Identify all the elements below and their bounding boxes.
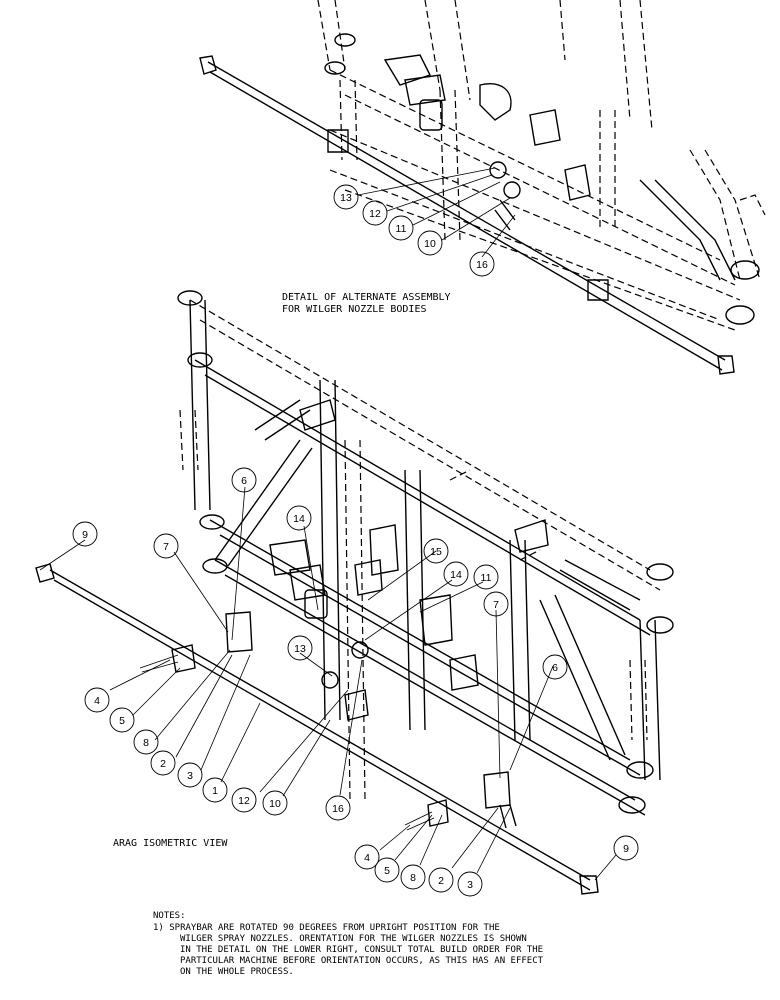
svg-text:11: 11 <box>481 572 492 584</box>
svg-text:3: 3 <box>467 879 473 891</box>
top-detail-frame <box>317 0 766 331</box>
svg-text:4: 4 <box>364 852 370 864</box>
svg-text:2: 2 <box>160 758 166 770</box>
callout-7: 7 <box>153 533 179 559</box>
svg-text:14: 14 <box>293 513 305 525</box>
svg-text:10: 10 <box>424 238 436 250</box>
svg-text:6: 6 <box>241 475 247 487</box>
svg-text:4: 4 <box>94 695 100 707</box>
detail-caption-line2: FOR WILGER NOZZLE BODIES <box>282 304 427 315</box>
svg-text:11: 11 <box>396 223 407 235</box>
svg-text:1: 1 <box>212 785 218 797</box>
notes-line-4: PARTICULAR MACHINE BEFORE ORIENTATION OC… <box>180 956 544 966</box>
svg-text:10: 10 <box>269 798 281 810</box>
main-frame <box>177 290 674 816</box>
callout-4: 4 <box>354 844 380 870</box>
svg-text:16: 16 <box>332 803 344 815</box>
callout-7: 7 <box>483 591 509 617</box>
callout-9: 9 <box>72 521 98 547</box>
callout-2: 2 <box>428 867 454 893</box>
callout-5: 5 <box>374 857 400 883</box>
notes-title: NOTES: <box>153 911 186 921</box>
callout-14: 14 <box>286 505 312 531</box>
callout-4: 4 <box>84 687 110 713</box>
svg-text:13: 13 <box>340 192 352 204</box>
top-callouts: 13 12 11 10 16 <box>333 184 495 277</box>
svg-text:8: 8 <box>143 737 149 749</box>
svg-text:15: 15 <box>430 546 442 558</box>
callout-3: 3 <box>177 762 203 788</box>
notes-line-1: 1) SPRAYBAR ARE ROTATED 90 DEGREES FROM … <box>153 923 500 933</box>
svg-text:9: 9 <box>623 843 629 855</box>
svg-text:16: 16 <box>476 259 488 271</box>
arag-view-caption: ARAG ISOMETRIC VIEW <box>113 838 228 849</box>
callout-1: 1 <box>202 777 228 803</box>
callout-10: 10 <box>417 230 443 256</box>
callout-16: 16 <box>469 251 495 277</box>
callout-8: 8 <box>133 729 159 755</box>
callout-15: 15 <box>423 538 449 564</box>
notes-line-2: WILGER SPRAY NOZZLES. ORENTATION FOR THE… <box>180 934 527 944</box>
callout-12: 12 <box>362 200 388 226</box>
callout-13: 13 <box>287 635 313 661</box>
callout-6: 6 <box>542 654 568 680</box>
callout-9: 9 <box>613 835 639 861</box>
callout-11: 11 <box>473 564 499 590</box>
svg-text:9: 9 <box>82 529 88 541</box>
main-callouts: 9 6 7 14 15 14 11 7 6 13 4 5 8 2 3 1 12 … <box>72 467 639 897</box>
notes-block: NOTES: 1) SPRAYBAR ARE ROTATED 90 DEGREE… <box>153 911 544 977</box>
svg-text:8: 8 <box>410 872 416 884</box>
svg-text:12: 12 <box>369 208 381 220</box>
callout-8: 8 <box>400 864 426 890</box>
svg-text:14: 14 <box>450 569 462 581</box>
callout-3: 3 <box>457 871 483 897</box>
callout-11: 11 <box>388 215 414 241</box>
main-nozzle-assembly <box>269 399 549 721</box>
callout-10: 10 <box>262 790 288 816</box>
top-nozzle-assembly <box>383 54 591 231</box>
svg-text:3: 3 <box>187 770 193 782</box>
detail-caption-line1: DETAIL OF ALTERNATE ASSEMBLY <box>282 292 451 303</box>
callout-5: 5 <box>109 707 135 733</box>
svg-text:12: 12 <box>238 795 250 807</box>
svg-text:13: 13 <box>294 643 306 655</box>
svg-text:2: 2 <box>438 875 444 887</box>
callout-13: 13 <box>333 184 359 210</box>
leader-lines <box>39 167 617 881</box>
svg-text:5: 5 <box>119 715 125 727</box>
callout-16: 16 <box>325 795 351 821</box>
callout-2: 2 <box>150 750 176 776</box>
callout-14: 14 <box>443 561 469 587</box>
notes-line-5: ON THE WHOLE PROCESS. <box>180 967 294 977</box>
callout-6: 6 <box>231 467 257 493</box>
callout-12: 12 <box>231 787 257 813</box>
svg-text:5: 5 <box>384 865 390 877</box>
notes-line-3: IN THE DETAIL ON THE LOWER RIGHT, CONSUL… <box>180 945 543 955</box>
svg-text:6: 6 <box>552 662 558 674</box>
svg-text:7: 7 <box>163 541 169 553</box>
svg-text:7: 7 <box>493 599 499 611</box>
top-spraybar <box>199 55 735 375</box>
